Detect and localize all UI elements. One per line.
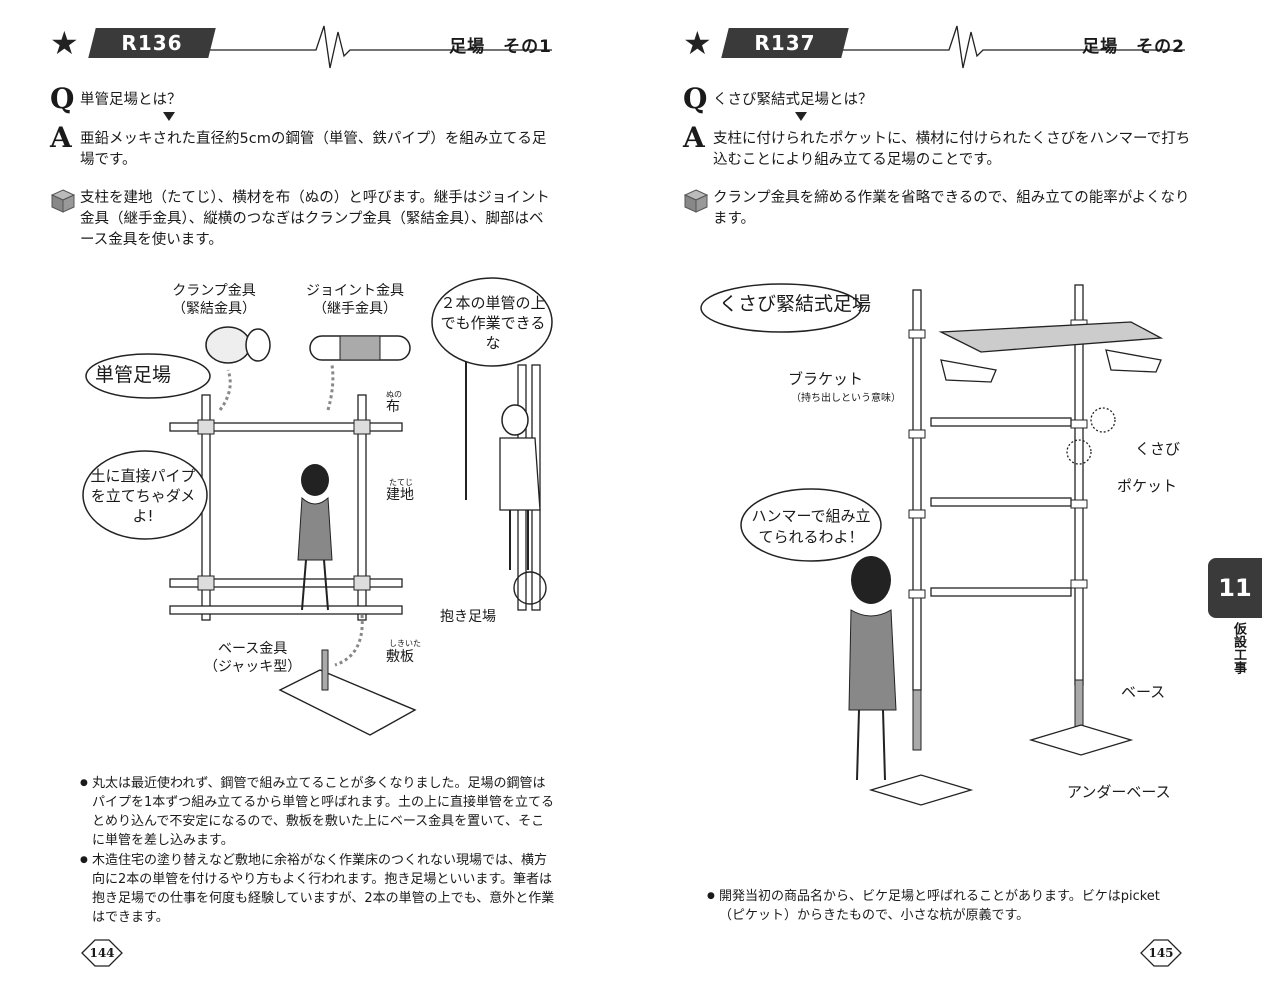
bullet-list: 丸太は最近使われず、鋼管で組み立てることが多くなりました。足場の鋼管はパイプを1… [80,774,555,928]
a-mark: A [683,121,705,154]
a-mark: A [50,121,72,154]
page-header: ★ R137 足場 その2 [681,22,1185,72]
bubble-left: 土に直接パイプを立てちゃダメよ! [90,467,196,525]
list-item: 丸太は最近使われず、鋼管で組み立てることが多くなりました。足場の鋼管はパイプを1… [80,774,555,850]
label-joint: ジョイント金具 （継手金具） [306,283,404,317]
wedge-scaffold-illustration [700,283,1164,806]
label-tateji: 建地 [386,487,414,503]
bubble-hammer: ハンマーで組み立てられるわよ！ [751,507,871,546]
ruby-tateji: たてじ [389,478,413,487]
section-title: 足場 その1 [449,37,552,57]
tube-scaffold-illustration [82,277,553,736]
q-mark: Q [50,82,75,115]
page-number: 145 [1139,938,1183,968]
bubble-right: ２本の単管の上でも作業できるな [440,294,546,352]
label-pocket: ポケット [1117,477,1178,495]
label-kusabi-title: くさび緊結式足場 [719,293,872,315]
ruby-nuno: ぬの [386,390,402,399]
right-page: ★ R137 足場 その2 Q くさび緊結式足場とは？ A 支柱に付けられたポケ… [631,0,1262,1000]
label-base: ベース金具 （ジャッキ型） [204,641,302,675]
label-dakiashiba: 抱き足場 [440,609,496,625]
left-page: ★ R136 足場 その1 Q 単管足場とは？ A 亜鉛メッキされた直径約5cm… [0,0,631,1000]
cube-icon [683,189,709,213]
bullet-list: 開発当初の商品名から、ビケ足場と呼ばれることがあります。ビケはpicket（ピケ… [707,887,1182,926]
label-bracket: ブラケット [788,370,864,388]
label-tankan: 単管足場 [95,364,172,386]
label-shikiita: 敷板 [386,649,414,665]
cube-icon [50,189,76,213]
label-kusabi: くさび [1135,440,1181,458]
label-under-base: アンダーベース [1067,783,1171,801]
label-base: ベース [1121,683,1166,701]
chapter-name: 仮設工事 [1231,622,1246,674]
label-nuno: 布 [386,399,400,415]
label-clamp: クランプ金具 （緊結金具） [172,283,256,317]
list-item: 木造住宅の塗り替えなど敷地に余裕がなく作業床のつくれない現場では、横方向に2本の… [80,851,555,927]
star-icon: ★ [683,24,712,62]
triangle-down-icon [795,112,807,121]
ruby-shikiita: しきいた [389,639,421,648]
label-bracket-sub: （持ち出しという意味） [791,393,901,404]
triangle-down-icon [163,112,175,121]
section-badge: R136 [88,28,216,58]
heartbeat-rule [178,25,552,69]
chapter-tab[interactable]: 11 [1208,558,1262,618]
heartbeat-rule [811,25,1185,69]
page-header: ★ R136 足場 その1 [48,22,552,72]
section-title: 足場 その2 [1082,37,1185,57]
page-number: 144 [80,938,124,968]
section-badge: R137 [721,28,849,58]
list-item: 開発当初の商品名から、ビケ足場と呼ばれることがあります。ビケはpicket（ピケ… [707,887,1182,925]
star-icon: ★ [50,24,79,62]
q-mark: Q [683,82,708,115]
